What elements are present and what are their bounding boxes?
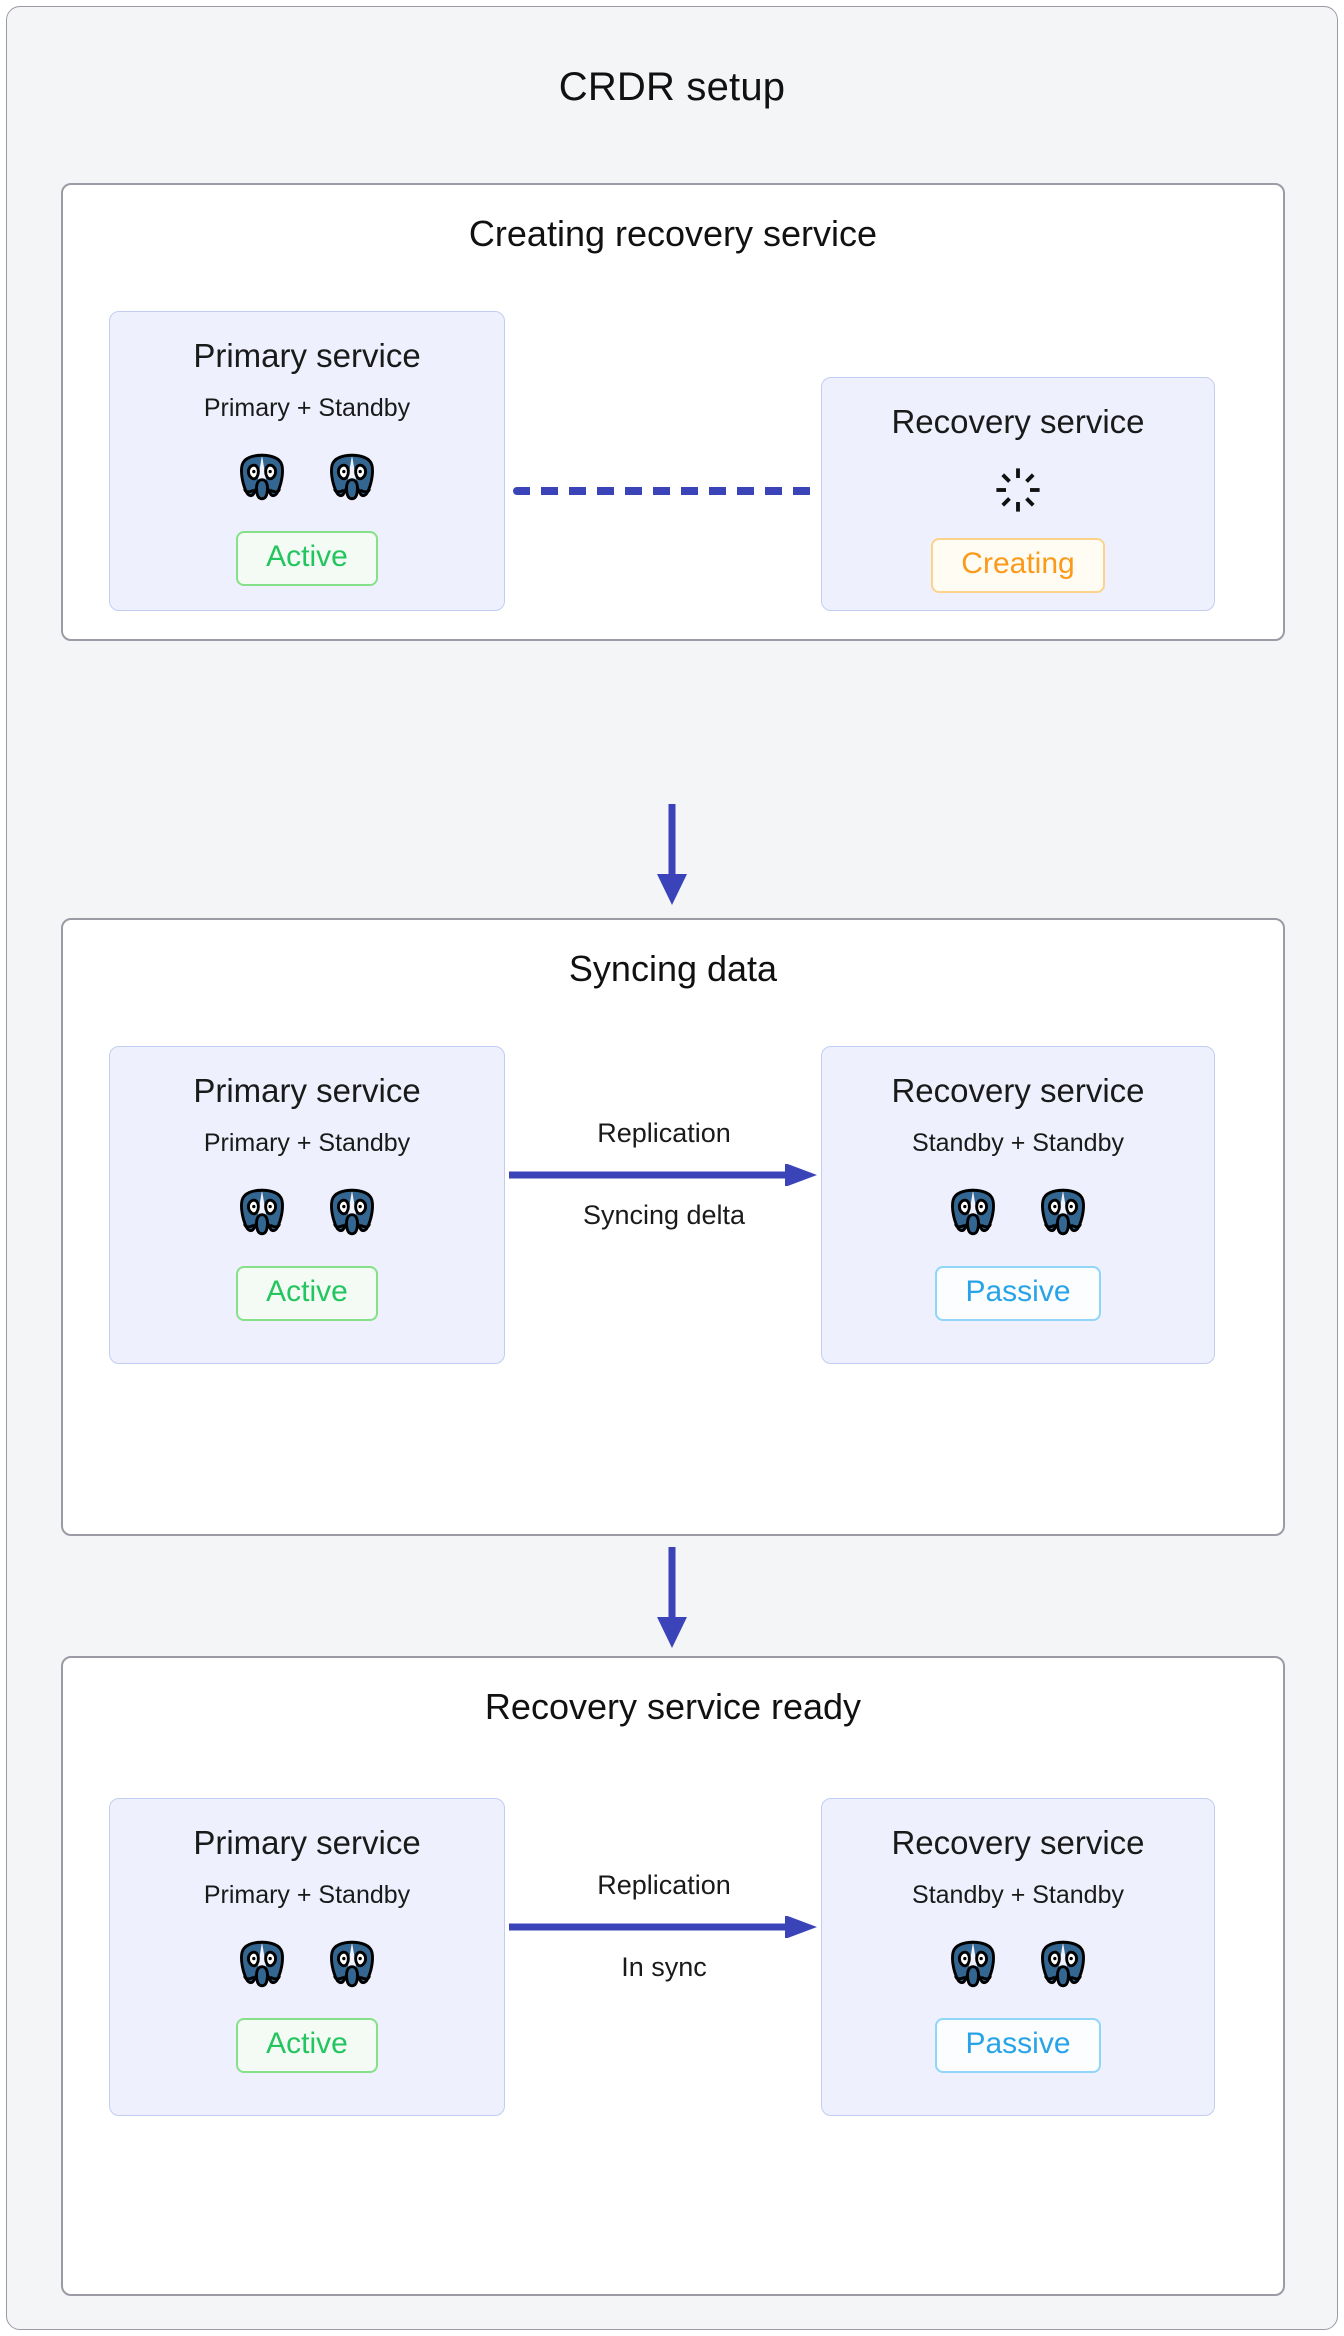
page-title: CRDR setup <box>558 65 786 109</box>
postgres-icon <box>240 1189 284 1236</box>
node-row <box>233 1182 381 1242</box>
status-badge: Passive <box>935 1266 1101 1322</box>
replication-label-top: Replication <box>597 1870 731 1900</box>
stage-title: Recovery service ready <box>484 1686 862 1727</box>
node-row <box>944 1934 1092 1994</box>
arrow-right-icon <box>509 1164 817 1186</box>
service-name: Primary service <box>193 1072 421 1109</box>
service-topology: Standby + Standby <box>912 1881 1124 1910</box>
spinner-wrap <box>994 466 1042 514</box>
service-name: Primary service <box>193 337 421 374</box>
status-badge: Active <box>236 1266 378 1322</box>
recovery-service-card[interactable]: Recovery service Standby + Standby <box>821 1046 1215 1364</box>
postgres-icon <box>240 454 284 501</box>
arrow-down-icon <box>657 804 687 905</box>
node-row <box>233 1934 381 1994</box>
status-badge: Active <box>236 531 378 587</box>
flow-arrow-2 <box>7 1547 1337 1651</box>
postgres-icon <box>1041 1941 1085 1988</box>
arrow-down-icon <box>657 1547 687 1648</box>
replication-label-bottom: In sync <box>621 1952 707 1982</box>
arrow-right-icon <box>509 1916 817 1938</box>
postgres-icon <box>240 1941 284 1988</box>
stage-panel-creating-recovery-service: Creating recovery service Primary servic… <box>61 183 1285 641</box>
postgres-icon <box>951 1941 995 1988</box>
replication-connector: Replication In sync <box>509 1872 819 1981</box>
service-topology: Primary + Standby <box>203 1129 411 1158</box>
postgres-icon <box>1041 1189 1085 1236</box>
recovery-service-card[interactable]: Recovery service Standby + Standby <box>821 1798 1215 2116</box>
stage-title: Syncing data <box>568 948 778 989</box>
stage-panel-recovery-service-ready: Recovery service ready Primary service P… <box>61 1656 1285 2296</box>
postgres-icon <box>330 1941 374 1988</box>
node-row <box>233 447 381 507</box>
service-topology: Primary + Standby <box>203 1881 411 1910</box>
service-name: Recovery service <box>891 403 1145 440</box>
postgres-icon <box>330 454 374 501</box>
service-name: Recovery service <box>891 1824 1145 1861</box>
status-badge: Active <box>236 2018 378 2074</box>
service-name: Recovery service <box>891 1072 1145 1109</box>
replication-label-top: Replication <box>597 1118 731 1148</box>
postgres-icon <box>951 1189 995 1236</box>
replication-connector: Replication Syncing delta <box>509 1120 819 1229</box>
service-name: Primary service <box>193 1824 421 1861</box>
node-row <box>944 1182 1092 1242</box>
primary-service-card[interactable]: Primary service Primary + Standby <box>109 1798 505 2116</box>
status-badge: Creating <box>931 538 1105 594</box>
primary-service-card[interactable]: Primary service Primary + Standby <box>109 1046 505 1364</box>
flow-arrow-1 <box>7 804 1337 908</box>
loading-spinner-icon <box>996 468 1040 512</box>
dashed-connector <box>513 487 813 495</box>
service-topology: Primary + Standby <box>203 394 411 423</box>
stage-panel-syncing-data: Syncing data Primary service Primary + S… <box>61 918 1285 1536</box>
diagram-frame: CRDR setup Creating recovery service Pri… <box>6 6 1338 2330</box>
stage-title: Creating recovery service <box>468 213 878 254</box>
postgres-icon <box>330 1189 374 1236</box>
primary-service-card[interactable]: Primary service Primary + Standby <box>109 311 505 611</box>
status-badge: Passive <box>935 2018 1101 2074</box>
recovery-service-card[interactable]: Recovery service Creating <box>821 377 1215 611</box>
service-topology: Standby + Standby <box>912 1129 1124 1158</box>
replication-label-bottom: Syncing delta <box>582 1200 746 1230</box>
